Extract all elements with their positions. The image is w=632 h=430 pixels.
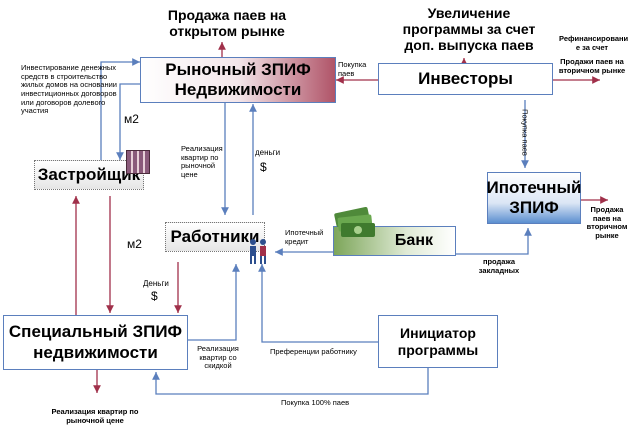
- label-discount-sale: Реализация квартир со скидкой: [197, 344, 239, 371]
- label-purchase-100: Покупка 100% паев: [281, 398, 350, 407]
- label-money-upper: деньги: [255, 148, 281, 157]
- heading-program-increase: Увеличение программы за счет доп. выпуск…: [402, 5, 536, 54]
- arrow-developer-to-market: [100, 58, 140, 160]
- investors-box: Инвесторы: [378, 63, 553, 95]
- label-share-purchase: Покупка паев: [338, 60, 367, 78]
- label-dollar-lower: $: [151, 289, 158, 303]
- label-dollar-upper: $: [260, 160, 267, 174]
- label-mortgage-credit: Ипотечный кредит: [285, 228, 324, 246]
- mortgage-fund-box: Ипотечный ЗПИФ: [487, 172, 581, 224]
- building-icon: [126, 150, 150, 174]
- label-money-lower: Деньги: [143, 279, 169, 288]
- label-m2-lower: м2: [127, 237, 142, 251]
- initiator-box: Инициатор программы: [378, 315, 498, 368]
- money-icon: [333, 206, 377, 240]
- label-mortgage-sale: продажа закладных: [478, 257, 520, 275]
- label-worker-preferences: Преференции работнику: [270, 347, 357, 356]
- label-market-price-sale: Реализация квартир по рыночной цене: [181, 144, 223, 179]
- label-refinancing: Рефинансировани е за счет: [559, 34, 629, 52]
- arrow-market-to-developer: [116, 83, 140, 160]
- label-share-purchase-vertical: Покупка паев: [520, 109, 530, 156]
- arrow-bank-to-mortgage: [456, 228, 532, 255]
- developer-box: Застройщик: [34, 160, 144, 190]
- label-secondary-sale-top: Продажи паев на вторичном рынке: [558, 57, 626, 75]
- label-m2-upper: м2: [124, 112, 139, 126]
- heading-open-market-sale: Продажа паев на открытом рынке: [167, 7, 287, 40]
- arrow-special-to-workers: [188, 264, 240, 341]
- label-bottom-market-sale: Реализация квартир по рыночной цене: [51, 407, 139, 425]
- special-fund-box: Специальный ЗПИФ недвижимости: [3, 315, 188, 370]
- arrow-initiator-to-workers: [258, 264, 378, 343]
- workers-box: Работники: [165, 222, 265, 252]
- market-fund-box: Рыночный ЗПИФ Недвижимости: [140, 57, 336, 103]
- label-investment-desc: Инвестирование денежных средств в строит…: [21, 63, 117, 116]
- arrow-initiator-to-special: [152, 368, 429, 395]
- workers-people-icon: [248, 238, 268, 264]
- label-secondary-sale-right: Продажа паев на вторичном рынке: [586, 205, 628, 240]
